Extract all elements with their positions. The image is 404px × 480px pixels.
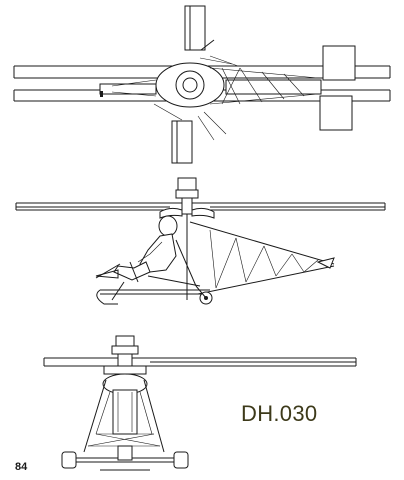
front-view-rotor-head (103, 335, 147, 375)
side-view-rotor-head (159, 177, 215, 300)
top-view-tail-fin (319, 95, 353, 131)
top-view-marker (100, 91, 103, 97)
front-view-rotor-blades (43, 357, 357, 367)
top-view-vertical-blade (171, 5, 215, 164)
top-view (13, 5, 391, 164)
front-view-landing-gear (61, 445, 189, 471)
top-view-rotor-hub (99, 62, 322, 108)
side-view-landing-gear (96, 281, 213, 305)
side-view (15, 177, 386, 305)
model-designation-label: DH.030 (241, 401, 318, 426)
front-view (43, 335, 357, 471)
page-number: 84 (15, 461, 28, 473)
top-view-horizontal-stabilizer (322, 45, 356, 81)
front-view-fuselage (102, 373, 148, 435)
side-view-pilot (113, 215, 178, 281)
top-view-tail-boom-truss (111, 55, 319, 141)
side-view-seat-frame (95, 239, 201, 287)
side-view-tail-boom (189, 221, 335, 295)
